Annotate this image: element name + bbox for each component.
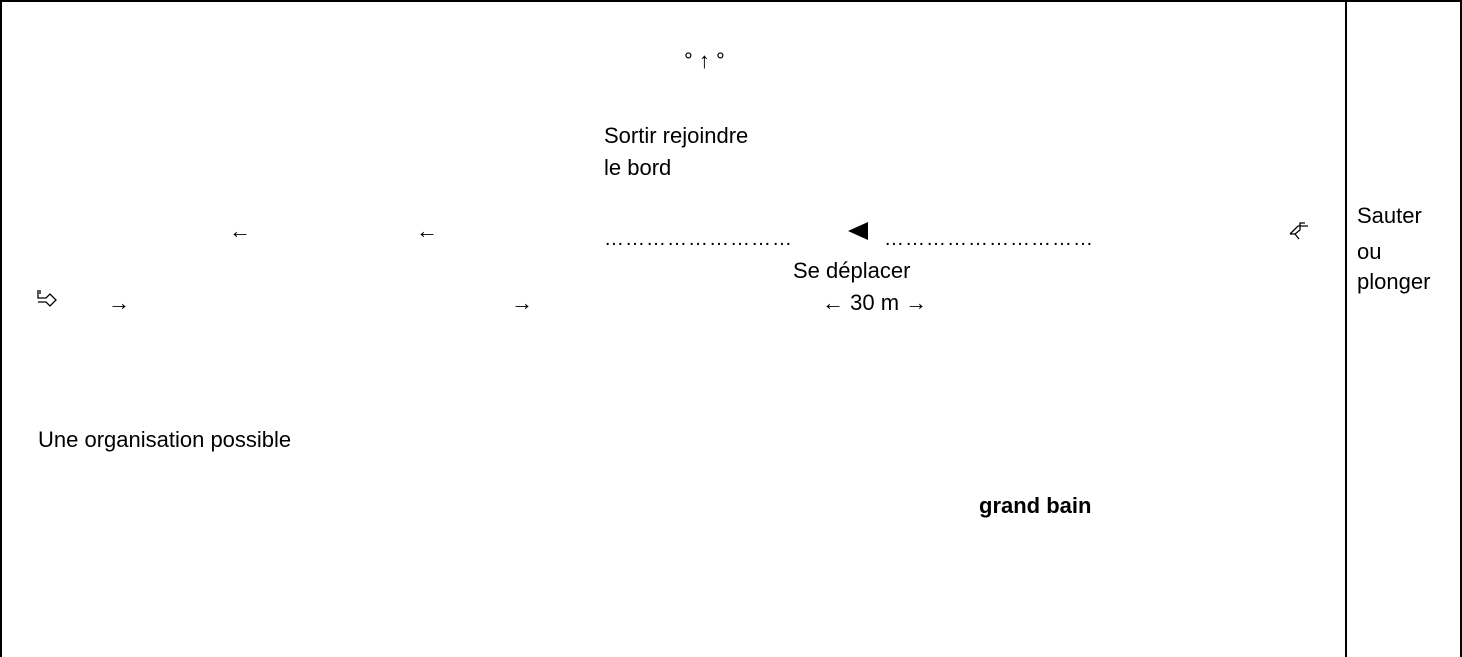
column-divider (1345, 0, 1347, 657)
zone-label: grand bain (979, 493, 1092, 518)
swimmer-icon-left (36, 288, 60, 310)
organisation-label: Une organisation possible (38, 427, 292, 452)
exit-label-line2: le bord (604, 155, 672, 180)
exit-label-line1: Sortir rejoindre (604, 123, 749, 148)
side-panel-line2: ou (1357, 239, 1382, 264)
side-panel-line3: plonger (1357, 269, 1431, 294)
swimmer-icon-right (1287, 222, 1311, 242)
arrow-right-1: → (108, 290, 130, 315)
distance-label: ← 30 m → (822, 290, 928, 315)
arrow-left-1: ← (229, 218, 251, 243)
top-marker: ° ↑ ° (684, 48, 725, 73)
arrow-right-2: → (511, 290, 533, 315)
side-panel-line1: Sauter (1357, 203, 1422, 228)
arrow-left-2: ← (416, 218, 438, 243)
dotted-line-right: ………………………… (884, 228, 1094, 250)
direction-triangle-icon (848, 222, 868, 240)
move-label: Se déplacer (793, 258, 911, 283)
dotted-line-left: ……………………… (604, 228, 793, 250)
